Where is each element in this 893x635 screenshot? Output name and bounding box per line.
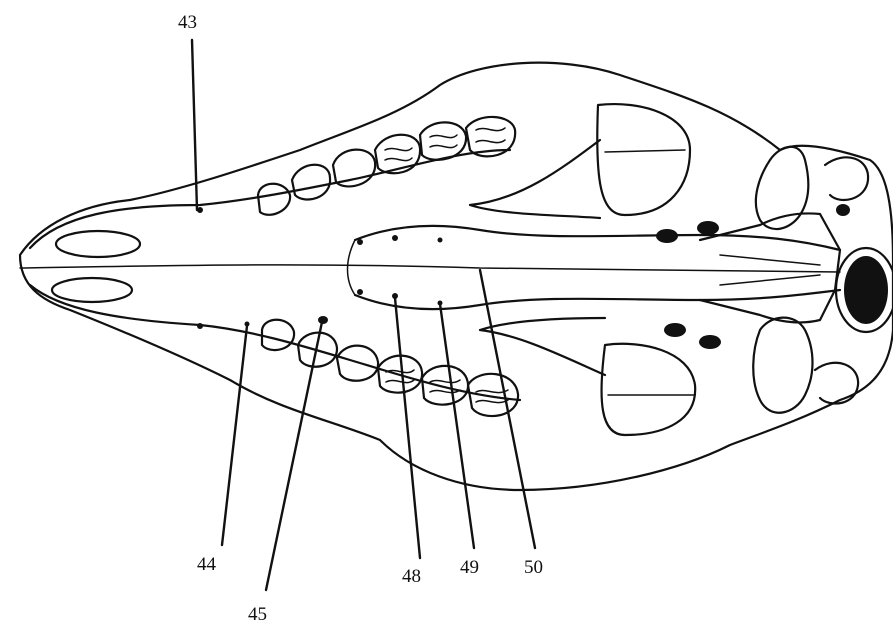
foramen-5 (836, 204, 850, 216)
foramen-magnum-fill (844, 256, 888, 324)
condyle-upper (825, 157, 868, 200)
foramen-2 (697, 221, 719, 235)
foramen-3 (664, 323, 686, 337)
incisive-foramen-upper (56, 231, 140, 257)
palate-outline (355, 226, 840, 250)
leader-49 (440, 304, 474, 548)
leader-45 (266, 322, 322, 590)
leader-50 (480, 270, 535, 548)
bulla-lower (753, 318, 812, 413)
midline (20, 265, 840, 272)
basicranium (700, 213, 840, 322)
label-48: 48 (402, 566, 421, 587)
leader-44 (222, 326, 247, 545)
condyle-lower (815, 363, 858, 404)
lower-orbit (602, 344, 696, 435)
label-44: 44 (197, 554, 217, 575)
incisive-foramen-lower (52, 278, 132, 302)
label-50: 50 (524, 557, 543, 578)
upper-orbit (597, 104, 690, 215)
label-49: 49 (460, 557, 479, 578)
upper-snout-edge (30, 150, 510, 248)
label-43: 43 (178, 12, 197, 33)
leader-48 (395, 298, 420, 558)
upper-tooth-row (258, 117, 515, 215)
palatine-suture (348, 240, 356, 295)
label-45: 45 (248, 604, 267, 625)
foramen-4 (699, 335, 721, 349)
foramen-1 (656, 229, 678, 243)
lower-tooth-row (262, 320, 518, 416)
palate-outline-lower (355, 290, 840, 309)
